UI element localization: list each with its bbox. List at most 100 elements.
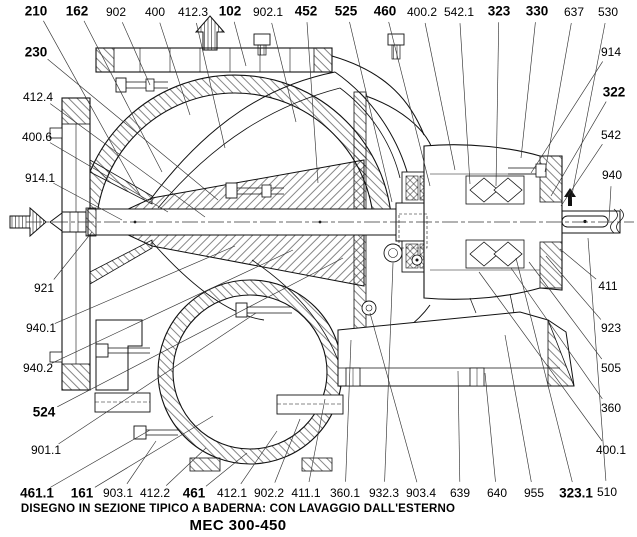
leader-line-330 bbox=[520, 22, 536, 159]
part-label-412.2: 412.2 bbox=[140, 486, 170, 500]
leader-line-903.1 bbox=[126, 440, 157, 485]
part-label-640: 640 bbox=[487, 486, 507, 500]
part-label-940.1: 940.1 bbox=[26, 321, 56, 335]
leader-line-461 bbox=[205, 452, 248, 487]
part-label-210: 210 bbox=[25, 4, 48, 19]
leader-line-412.3 bbox=[196, 22, 226, 149]
support-feet bbox=[95, 311, 575, 472]
leader-line-412.2 bbox=[165, 447, 207, 486]
leader-line-921 bbox=[53, 231, 93, 280]
leader-line-400.6 bbox=[49, 142, 169, 213]
leader-line-412.4 bbox=[50, 103, 206, 218]
leader-lines bbox=[43, 20, 612, 488]
part-label-902: 902 bbox=[106, 5, 126, 19]
part-label-932.3: 932.3 bbox=[369, 486, 399, 500]
leader-line-901.1 bbox=[58, 312, 257, 445]
discharge-up-arrow-icon bbox=[194, 15, 226, 51]
leader-line-637 bbox=[544, 23, 572, 173]
part-label-411.1: 411.1 bbox=[291, 486, 320, 500]
part-label-400.1: 400.1 bbox=[596, 443, 626, 457]
leader-line-639 bbox=[457, 370, 461, 482]
part-label-903.4: 903.4 bbox=[406, 486, 436, 500]
leader-line-525 bbox=[349, 21, 393, 203]
part-label-505: 505 bbox=[601, 361, 621, 375]
part-label-452: 452 bbox=[295, 4, 318, 19]
part-label-901.1: 901.1 bbox=[31, 443, 61, 457]
part-label-411: 411 bbox=[598, 279, 617, 293]
part-label-902.1: 902.1 bbox=[253, 5, 283, 19]
leader-line-955 bbox=[504, 334, 532, 482]
leader-line-323.1 bbox=[515, 257, 573, 483]
part-label-322: 322 bbox=[603, 85, 626, 100]
part-label-914: 914 bbox=[601, 45, 621, 59]
leader-line-914 bbox=[530, 61, 603, 174]
part-label-637: 637 bbox=[564, 5, 584, 19]
part-label-542: 542 bbox=[601, 128, 621, 142]
part-label-524: 524 bbox=[33, 405, 56, 420]
leader-line-640 bbox=[484, 372, 496, 482]
leader-line-940 bbox=[608, 186, 612, 222]
part-label-412.1: 412.1 bbox=[217, 486, 247, 500]
part-label-323.1: 323.1 bbox=[559, 486, 593, 501]
part-label-412.3: 412.3 bbox=[178, 5, 208, 19]
part-label-400.6: 400.6 bbox=[22, 130, 52, 144]
part-label-903.1: 903.1 bbox=[103, 486, 133, 500]
part-label-460: 460 bbox=[374, 4, 397, 19]
leader-line-510 bbox=[587, 237, 607, 481]
part-label-360.1: 360.1 bbox=[330, 486, 360, 500]
part-label-412.4: 412.4 bbox=[23, 90, 53, 104]
part-label-162: 162 bbox=[66, 4, 89, 19]
part-label-940: 940 bbox=[602, 168, 622, 182]
leader-line-400.2 bbox=[424, 22, 456, 171]
leader-line-505 bbox=[528, 261, 603, 360]
part-label-923: 923 bbox=[601, 321, 621, 335]
leader-line-411 bbox=[559, 248, 597, 280]
leader-line-524 bbox=[57, 257, 344, 408]
part-label-161: 161 bbox=[71, 486, 94, 501]
leader-line-902 bbox=[122, 22, 151, 86]
part-label-230: 230 bbox=[25, 45, 48, 60]
leader-line-903.4 bbox=[369, 312, 418, 483]
leader-line-902.1 bbox=[271, 22, 297, 123]
leader-line-230 bbox=[47, 58, 219, 201]
part-label-510: 510 bbox=[597, 485, 617, 499]
part-label-955: 955 bbox=[524, 486, 544, 500]
drawing-caption: DISEGNO IN SEZIONE TIPICO A BADERNA: CON… bbox=[0, 503, 476, 534]
part-label-323: 323 bbox=[488, 4, 511, 19]
suction-flange bbox=[49, 97, 91, 391]
leader-line-902.2 bbox=[274, 418, 301, 483]
leader-line-542.1 bbox=[459, 23, 471, 185]
part-label-542.1: 542.1 bbox=[444, 5, 474, 19]
leader-line-322 bbox=[550, 101, 607, 197]
part-label-530: 530 bbox=[598, 5, 618, 19]
leader-line-461.1 bbox=[49, 429, 151, 488]
part-label-902.2: 902.2 bbox=[254, 486, 284, 500]
part-label-400.2: 400.2 bbox=[407, 5, 437, 19]
leader-line-940.2 bbox=[51, 249, 294, 364]
part-label-461.1: 461.1 bbox=[20, 486, 54, 501]
leader-line-162 bbox=[83, 20, 163, 173]
leader-line-932.3 bbox=[384, 262, 394, 482]
leader-line-360.1 bbox=[345, 339, 352, 482]
bearing-housing bbox=[361, 144, 563, 316]
leader-line-530 bbox=[570, 22, 606, 201]
small-up-arrow-icon bbox=[564, 188, 576, 206]
leader-line-923 bbox=[545, 255, 602, 320]
leader-line-210 bbox=[43, 20, 141, 196]
part-label-330: 330 bbox=[526, 4, 549, 19]
part-label-360: 360 bbox=[601, 401, 621, 415]
caption-model: MEC 300-450 bbox=[189, 517, 287, 534]
leader-line-323 bbox=[495, 22, 500, 187]
leader-line-914.1 bbox=[53, 182, 123, 221]
leader-line-161 bbox=[94, 415, 214, 488]
caption-description: DISEGNO IN SEZIONE TIPICO A BADERNA: CON… bbox=[20, 503, 456, 515]
part-label-461: 461 bbox=[183, 486, 206, 501]
part-label-639: 639 bbox=[450, 486, 470, 500]
part-label-525: 525 bbox=[335, 4, 358, 19]
leader-line-400 bbox=[159, 22, 191, 116]
part-label-102: 102 bbox=[219, 4, 242, 19]
leader-line-411.1 bbox=[308, 398, 326, 483]
